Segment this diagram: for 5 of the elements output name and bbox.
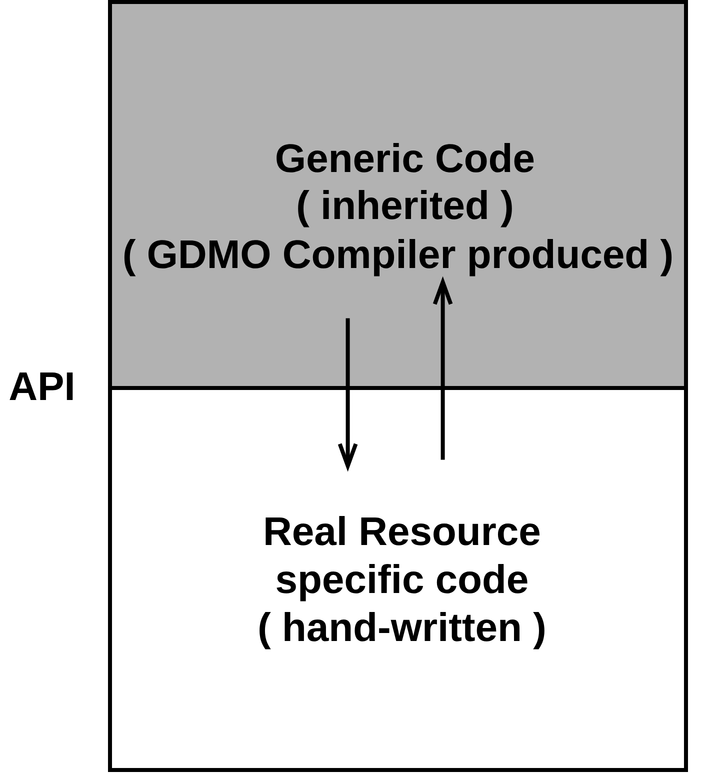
- interface-label: API: [10, 372, 73, 400]
- arrow: [432, 276, 453, 460]
- code-box: Generic Code ( inherited ) ( GDMO Compiler produced ): [108, 0, 688, 390]
- code-box: Real Resource specific code ( hand-written ): [108, 386, 688, 772]
- arrow: [338, 318, 358, 472]
